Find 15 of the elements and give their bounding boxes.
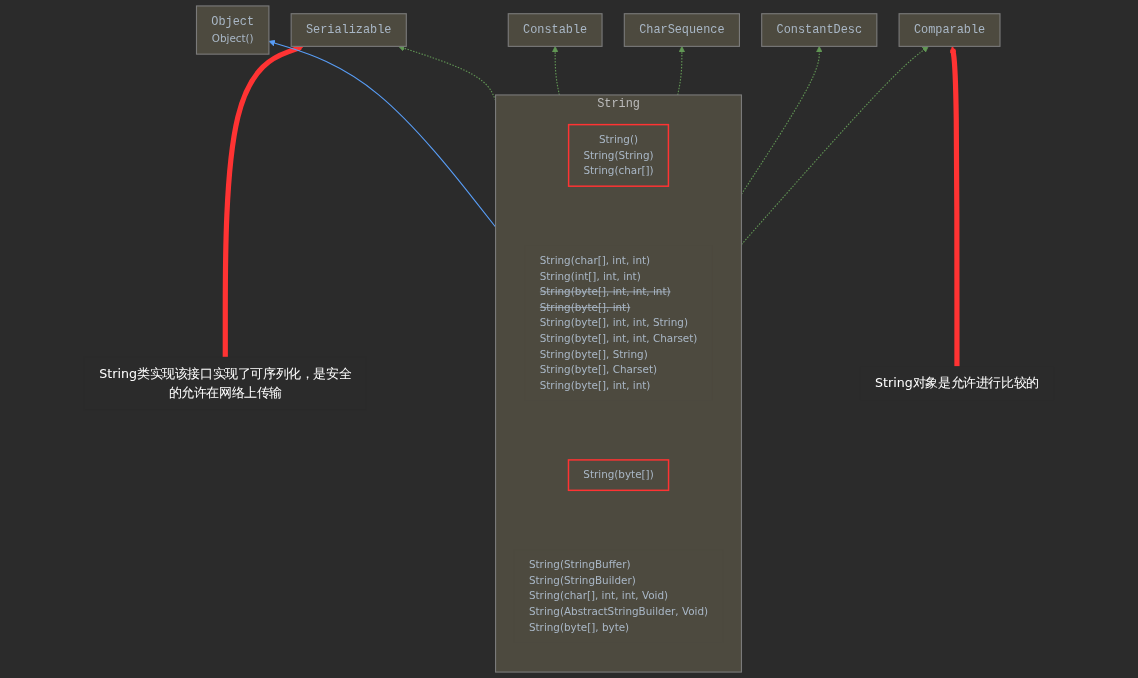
- node-box: CharSequence: [623, 13, 740, 47]
- node-box: Comparable: [898, 13, 1001, 47]
- node-box: Object Object(): [195, 5, 270, 55]
- arrow: [268, 39, 497, 228]
- arrow: [222, 44, 304, 358]
- node-box: Constable: [507, 13, 603, 47]
- arrow: [551, 46, 560, 96]
- node-box: String() String(String) String(char[]): [567, 123, 670, 187]
- node-box: String(byte[]): [567, 459, 670, 492]
- node-text: String对象是允许进行比较的: [875, 375, 1039, 391]
- node-box: Serializable: [290, 13, 407, 47]
- node-text: String类实现该接口实现了可序列化，是安全的允许在网络上传输: [99, 366, 352, 400]
- node-box: ConstantDesc: [761, 13, 878, 47]
- arrow: [677, 46, 686, 96]
- arrow: [950, 46, 960, 367]
